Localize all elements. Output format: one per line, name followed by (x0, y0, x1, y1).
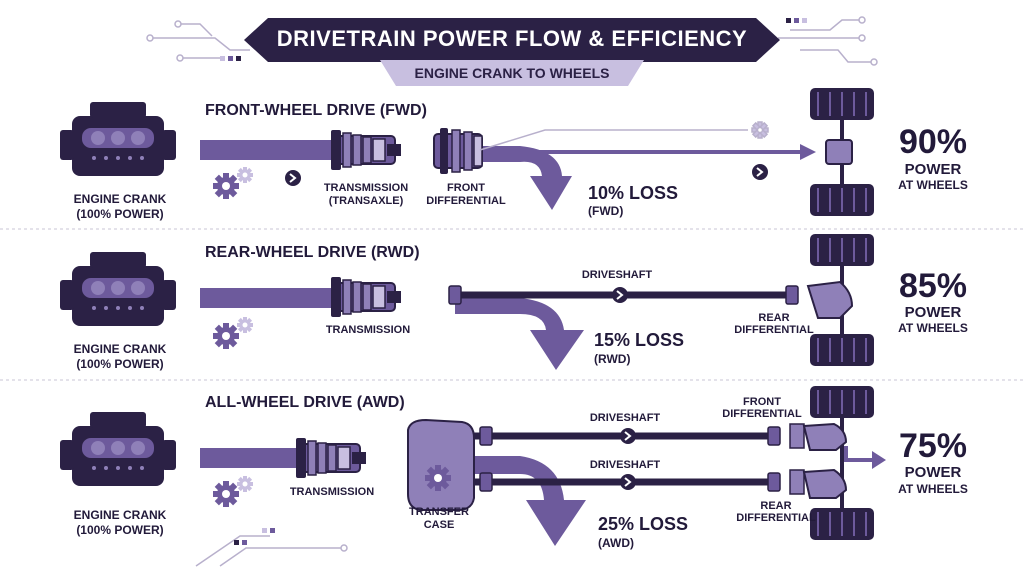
awd-output-arrow (844, 446, 872, 462)
fwd-output-arrow (800, 144, 816, 160)
loss-value-rwd: 15% LOSS (594, 330, 685, 350)
engine-icon (60, 412, 176, 486)
driveshaft-label: DRIVESHAFT (589, 412, 661, 424)
loss-sublabel-rwd: (RWD) (594, 352, 631, 366)
rwd-gear-icons (213, 317, 253, 349)
fwd-gear-icons (213, 167, 302, 199)
transfer-case-label: TRANSFER (409, 506, 469, 518)
engine-label: ENGINE CRANK (73, 192, 167, 206)
transmission-label: TRANSMISSION (325, 324, 411, 336)
rwd-loss-arrow (455, 298, 584, 370)
transmission-sublabel: (TRANSAXLE) (328, 195, 404, 207)
power-label: POWER (904, 161, 962, 178)
engine-icon (60, 102, 176, 176)
transmission-icon (295, 437, 367, 479)
fwd-axle-wheels (809, 87, 875, 217)
header-dot-decoration (220, 18, 807, 61)
footer-dot-decoration (234, 528, 275, 545)
footer-circuit-decoration (195, 535, 348, 567)
transmission-label: TRANSMISSION (289, 486, 375, 498)
transfer-case-sublabel: CASE (423, 519, 455, 531)
page-title: DRIVETRAIN POWER FLOW & EFFICIENCY (276, 26, 748, 51)
engine-label: ENGINE CRANK (73, 508, 167, 522)
driveshaft-arrow-icon (619, 427, 637, 445)
rwd-power-flow (200, 288, 335, 308)
row-title-fwd: FRONT-WHEEL DRIVE (FWD) (205, 102, 427, 119)
power-label: POWER (904, 464, 962, 481)
row-title-rwd: REAR-WHEEL DRIVE (RWD) (205, 244, 420, 261)
power-label: POWER (904, 304, 962, 321)
rear-differential-sublabel: DIFFERENTIAL (734, 324, 814, 336)
loss-sublabel-awd: (AWD) (598, 536, 634, 550)
power-label-2: AT WHEELS (898, 321, 968, 335)
shaft-coupling (479, 472, 493, 492)
fwd-loss-arrow (470, 146, 572, 210)
rwd-axle-wheels (806, 233, 875, 367)
transmission-label: TRANSMISSION (323, 182, 409, 194)
shaft-coupling (767, 472, 781, 492)
front-differential-sublabel: DIFFERENTIAL (722, 408, 802, 420)
shaft-coupling (785, 285, 799, 305)
loss-value-fwd: 10% LOSS (588, 183, 679, 203)
awd-output-arrowhead (872, 451, 886, 469)
shaft-coupling (479, 426, 493, 446)
power-percent-awd: 75% (898, 427, 968, 465)
rear-differential-label: REAR (758, 312, 790, 324)
rear-differential-sublabel: DIFFERENTIAL (736, 512, 816, 524)
driveshaft-arrow-icon (611, 286, 629, 304)
engine-sublabel: (100% POWER) (76, 523, 164, 537)
shaft-coupling (767, 426, 781, 446)
transmission-icon (330, 129, 402, 171)
engine-label: ENGINE CRANK (73, 342, 167, 356)
power-label-2: AT WHEELS (898, 482, 968, 496)
row-title-awd: ALL-WHEEL DRIVE (AWD) (205, 394, 405, 411)
subtitle-banner (380, 60, 644, 86)
power-percent-fwd: 90% (898, 123, 968, 161)
fwd-circuit-decoration (479, 121, 769, 151)
loss-value-awd: 25% LOSS (598, 514, 689, 534)
driveshaft-label: DRIVESHAFT (581, 269, 653, 281)
engine-sublabel: (100% POWER) (76, 357, 164, 371)
header-circuit-decoration (146, 16, 878, 66)
driveshaft-arrow-icon (619, 473, 637, 491)
front-differential-icon (433, 128, 483, 174)
arrow-chip-icon (751, 163, 769, 181)
awd-gear-icons (213, 476, 253, 507)
transmission-icon (330, 276, 402, 318)
power-label-2: AT WHEELS (898, 178, 968, 192)
front-differential-sublabel: DIFFERENTIAL (426, 195, 506, 207)
front-differential-label: FRONT (447, 182, 485, 194)
title-banner (244, 18, 780, 62)
engine-sublabel: (100% POWER) (76, 207, 164, 221)
awd-axle-wheels (789, 385, 875, 541)
shaft-coupling (448, 285, 462, 305)
power-percent-rwd: 85% (898, 267, 968, 305)
loss-sublabel-fwd: (FWD) (588, 204, 624, 218)
awd-power-flow (200, 448, 300, 468)
rear-differential-label: REAR (760, 500, 792, 512)
front-differential-label: FRONT (743, 396, 781, 408)
fwd-power-flow (200, 140, 335, 160)
transfer-case-icon (407, 418, 475, 511)
page-subtitle: ENGINE CRANK TO WHEELS (414, 65, 610, 81)
driveshaft-label: DRIVESHAFT (589, 459, 661, 471)
engine-icon (60, 252, 176, 326)
